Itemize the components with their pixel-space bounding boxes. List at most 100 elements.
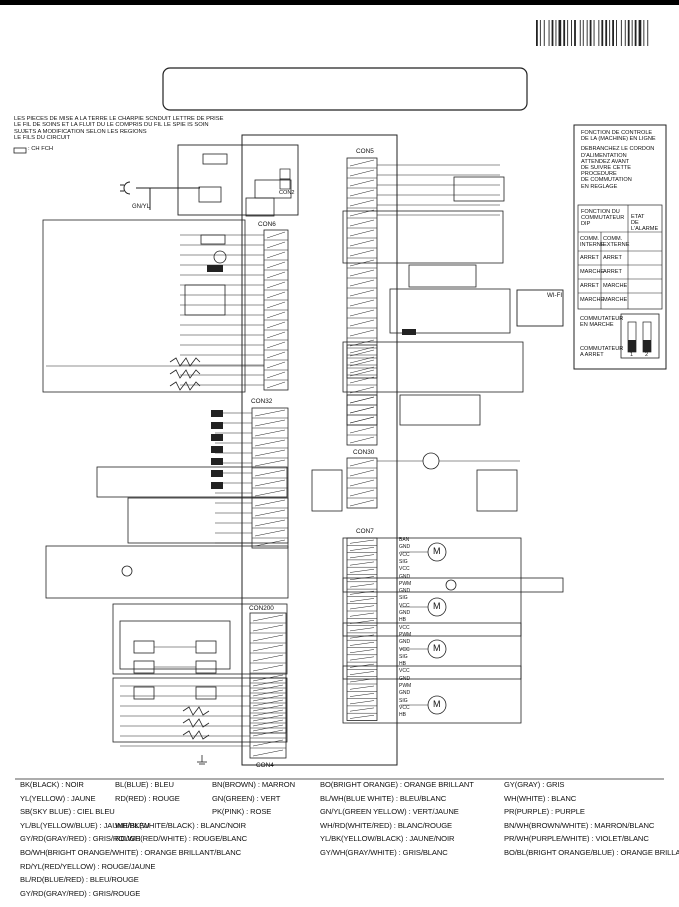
switch-label-line: COMMUTATEUR (580, 316, 624, 322)
lower-harness-2 (45, 545, 289, 599)
connector-pin (254, 499, 286, 507)
connector-pin (252, 699, 284, 707)
con7-pin-label: PWM (399, 580, 412, 587)
barcode-bar (647, 20, 649, 46)
label-con200: CON200 (249, 605, 274, 612)
connector-pin (252, 719, 284, 727)
connector-pin (349, 346, 375, 354)
barcode-bar (571, 20, 572, 46)
side-table-head: FONCTION DU COMMUTATEUR DIP (581, 209, 627, 228)
side-row-2a: MARCHE (580, 269, 605, 275)
legend-entry: BN/WH(BROWN/WHITE) : MARRON/BLANC (504, 820, 655, 830)
legend-entry: YL/BL(YELLOW/BLUE) : JAUNE/BLEU (20, 820, 150, 830)
side-panel-bullet: DE COMMUTATION (581, 177, 632, 184)
barcode-bar (605, 20, 608, 46)
connector-pin (254, 419, 286, 427)
connector-pin (349, 249, 375, 257)
con7-pin-label: VCC (399, 668, 410, 675)
motor-icon-label: M (433, 643, 441, 653)
lower-harness-1 (127, 497, 289, 544)
connector-pin (349, 299, 375, 307)
con32-block (121, 407, 289, 577)
motor-harness (342, 622, 522, 637)
switch-label-line: EN MARCHE (580, 322, 614, 329)
connector-pin (349, 700, 375, 705)
connector-pin (254, 429, 286, 437)
legend-entry: BO/WH(BRIGHT ORANGE/WHITE) : ORANGE BRIL… (20, 848, 242, 857)
pcb-outline (241, 134, 398, 766)
resistor (200, 234, 226, 245)
legend-entry: BO(BRIGHT ORANGE) : ORANGE BRILLANT (320, 780, 474, 789)
connector-pin (266, 271, 286, 279)
motor-icon-label: M (433, 699, 441, 709)
fan-motor-icon (422, 452, 440, 470)
legend-entry: BL/WH(BLUE WHITE) : BLEU/BLANC (320, 793, 447, 803)
switch-group (184, 284, 226, 316)
connector-pin (266, 381, 286, 389)
connector-pin (349, 605, 375, 610)
sensor (211, 422, 223, 429)
con7-block (342, 537, 564, 724)
legend-entry: WH(WHITE) : BLANC (504, 793, 577, 803)
label-con32: CON32 (251, 398, 273, 405)
barcode (536, 20, 649, 46)
switch-1 (198, 186, 222, 203)
connector-pin (254, 459, 286, 467)
connector-pin (252, 654, 284, 662)
title-box (162, 67, 528, 111)
connector-pin (349, 547, 375, 551)
switch-number-1: 1 (630, 352, 634, 358)
con5-block (342, 157, 524, 446)
fuse-1 (202, 153, 228, 165)
legend-entry: BO/BL(BRIGHT ORANGE/BLUE) : ORANGE BRILL… (504, 848, 679, 857)
switch-1 (133, 686, 155, 700)
barcode-bar (620, 20, 622, 46)
connector-pin (252, 644, 284, 652)
barcode-bar (634, 20, 637, 46)
legend-entry: YL/BK(YELLOW/BLACK) : JAUNE/NOIR (320, 834, 455, 844)
connector-pin (349, 656, 375, 661)
connector-pin (252, 664, 284, 672)
motor-icon-label: M (433, 601, 441, 611)
switch-1 (133, 640, 155, 654)
connector-pin (349, 329, 375, 337)
connector-pin (266, 361, 286, 369)
label-con4: CON4 (256, 762, 274, 769)
con7-pin-label: GND (399, 639, 411, 646)
connector-pin (266, 241, 286, 249)
top-bar (0, 0, 679, 5)
sensor-box (476, 469, 518, 512)
con7-pin-label: SIG (399, 697, 408, 704)
connector-pin (266, 341, 286, 349)
side-row-3b: MARCHE (603, 283, 628, 289)
connector-pin (266, 371, 286, 379)
heater-element (182, 718, 210, 728)
sensor (211, 446, 223, 453)
legend-entry: GN/YL(GREEN YELLOW) : VERT/JAUNE (320, 807, 459, 817)
legend-entry: YL(YELLOW) : JAUNE (20, 793, 96, 803)
connector-pin (266, 251, 286, 259)
connector-pin (252, 739, 284, 747)
connector-pin (252, 689, 284, 697)
motor-harness (342, 665, 522, 680)
label-ground: GN/YL (132, 204, 151, 210)
barcode-bar (567, 20, 569, 46)
side-panel (573, 124, 667, 370)
con2-pin2 (279, 178, 291, 190)
barcode-bar (558, 20, 562, 46)
barcode-bar (548, 20, 550, 46)
barcode-bar (609, 20, 611, 46)
legend-entry: GN(GREEN) : VERT (212, 793, 281, 803)
sensor (207, 265, 223, 272)
sensor (211, 482, 223, 489)
left-harness-outline (42, 219, 246, 393)
connector-pin (349, 366, 375, 374)
dip-switch (620, 313, 660, 359)
side-panel-title: DE LA (MACHINE) EN LIGNE (581, 136, 656, 143)
inner-module (119, 620, 231, 670)
con7-pin-label: BAN (399, 537, 410, 543)
barcode-bar (643, 20, 645, 46)
connector-pin (349, 649, 375, 654)
connector-pin (349, 179, 375, 187)
